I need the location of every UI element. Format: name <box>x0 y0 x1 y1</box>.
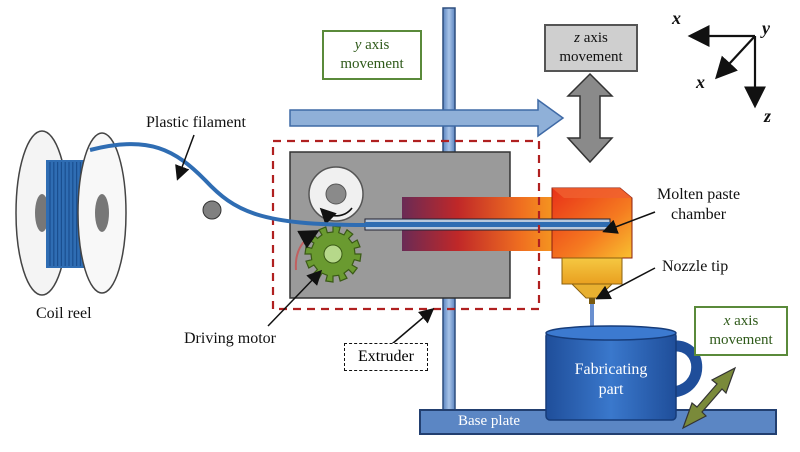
extruder-dashed-outline <box>271 139 541 311</box>
label-plastic-filament: Plastic filament <box>146 114 246 131</box>
label-molten-paste-chamber: Molten paste chamber <box>657 185 740 225</box>
label-extruder: Extruder <box>358 348 414 365</box>
z-axis-arrow <box>566 72 614 164</box>
label-nozzle-tip: Nozzle tip <box>662 258 729 275</box>
leader-plastic-filament <box>175 134 195 181</box>
x-movement-box: x axis movement <box>694 306 788 356</box>
filament-guide-roller <box>202 200 222 220</box>
x-movement-word: movement <box>709 332 773 348</box>
label-driving-motor: Driving motor <box>184 330 276 347</box>
leader-driving-motor <box>267 269 323 327</box>
nozzle <box>561 257 623 304</box>
axes-legend <box>687 25 766 109</box>
plastic-filament-strand <box>89 142 367 227</box>
axis-legend-x-diagonal: x <box>696 72 705 92</box>
y-movement-word: movement <box>340 56 404 72</box>
coil-reel <box>15 130 127 296</box>
gear-hub <box>323 244 343 264</box>
z-axis-letter: z <box>574 30 580 46</box>
leader-molten-chamber <box>602 211 656 234</box>
axis-legend-x-horizontal: x <box>672 8 681 28</box>
x-axis-arrow <box>681 366 737 430</box>
label-molten-line1: Molten paste <box>657 186 741 203</box>
y-axis-arrow <box>289 98 565 138</box>
label-fabricating-part: Fabricating part <box>546 360 676 400</box>
fabricating-part-mug <box>545 325 703 421</box>
idler-wheel <box>308 166 364 225</box>
label-fabricating-line1: Fabricating <box>574 361 648 378</box>
leader-extruder <box>391 308 435 345</box>
label-fabricating-line2: part <box>598 381 624 398</box>
leader-nozzle-tip <box>595 267 656 300</box>
gear-rotation-arrow <box>294 230 320 271</box>
y-movement-box: y axis movement <box>322 30 422 80</box>
extruder-label-box: Extruder <box>344 343 428 371</box>
label-base-plate: Base plate <box>458 413 521 429</box>
x-axis-word: axis <box>734 313 759 329</box>
z-axis-word: axis <box>583 30 608 46</box>
label-coil-reel: Coil reel <box>36 305 92 322</box>
y-axis-word: axis <box>365 37 390 53</box>
z-movement-box: z axis movement <box>544 24 638 72</box>
z-movement-word: movement <box>559 49 623 65</box>
label-molten-line2: chamber <box>671 206 727 223</box>
axis-legend-y: y <box>762 18 770 38</box>
y-axis-letter: y <box>354 37 362 53</box>
x-axis-letter: x <box>723 313 731 329</box>
axis-legend-z: z <box>764 106 772 126</box>
